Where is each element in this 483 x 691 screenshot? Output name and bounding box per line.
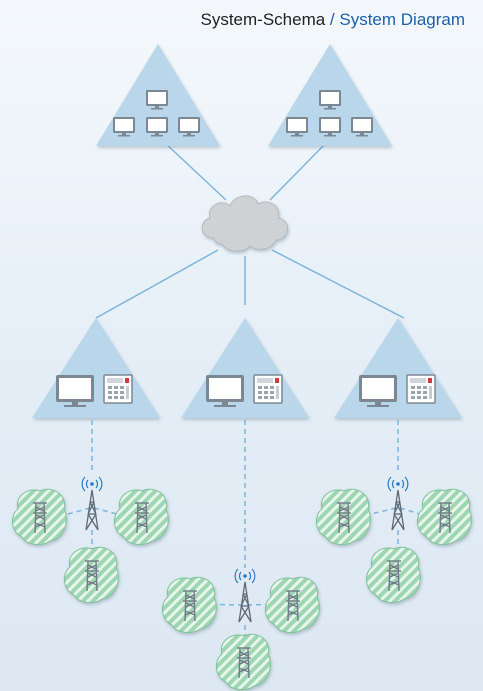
sensor-tower-icon (316, 489, 370, 544)
radio-tower-icon (387, 476, 409, 531)
control-center-left (96, 44, 220, 146)
radio-tower-icon (234, 568, 256, 623)
sensor-tower-icon (417, 489, 471, 544)
cloud-icon (201, 195, 288, 252)
link-left-to-cloud (163, 141, 227, 201)
network-cloud (201, 195, 288, 252)
radio-links (45, 420, 441, 640)
sensor-tower-icon (12, 489, 66, 544)
sensor-tower-icon (64, 547, 118, 602)
station-right (334, 318, 462, 418)
station-center (181, 318, 309, 418)
title-separator: / (325, 10, 340, 29)
title-primary: System-Schema (200, 10, 326, 29)
link-cloud-to-station-right (271, 249, 405, 319)
site-triangle (334, 318, 462, 418)
station-left (32, 318, 160, 418)
sensor-tower-icon (216, 634, 270, 689)
link-cloud-to-station-left (95, 249, 219, 319)
sensor-tower-icon (114, 489, 168, 544)
diagram-title: System-Schema / System Diagram (200, 10, 465, 30)
radio-tower-icon (81, 476, 103, 531)
cluster-left (12, 476, 168, 602)
sensor-tower-icon (162, 577, 216, 632)
cluster-center (162, 568, 319, 689)
sensor-tower-icon (265, 577, 319, 632)
site-triangle (32, 318, 160, 418)
site-triangle (181, 318, 309, 418)
link-right-to-cloud (269, 141, 328, 201)
backbone-links (95, 141, 405, 319)
sensor-tower-icon (366, 547, 420, 602)
title-secondary: System Diagram (339, 10, 465, 29)
control-center-right (268, 44, 392, 146)
cluster-right (316, 476, 471, 602)
